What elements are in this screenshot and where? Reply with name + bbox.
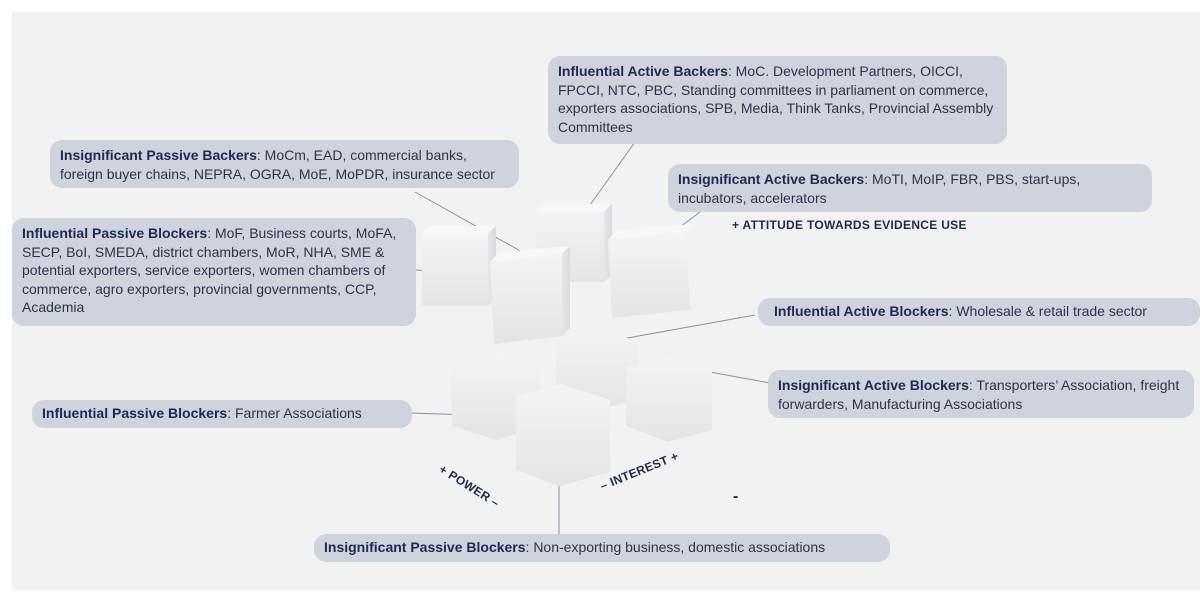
label-colon: : — [864, 171, 872, 187]
label-influential-passive-blockers-2: Influential Passive Blockers: Farmer Ass… — [32, 400, 412, 428]
label-title: Insignificant Passive Blockers — [324, 539, 526, 555]
label-influential-passive-blockers-1: Influential Passive Blockers: MoF, Busin… — [12, 218, 416, 326]
label-text: Wholesale & retail trade sector — [956, 303, 1147, 319]
cube — [422, 226, 496, 306]
label-text: MoF, Business courts, MoFA, SECP, BoI, S… — [22, 225, 397, 315]
label-colon: : — [727, 63, 736, 79]
label-text: MoC. Development Partners, OICCI, FPCCI,… — [558, 63, 994, 135]
label-colon: : — [968, 377, 977, 393]
label-influential-active-backers: Influential Active Backers: MoC. Develop… — [548, 56, 1007, 144]
label-text: MoCm, EAD, commercial banks, foreign buy… — [60, 147, 495, 182]
label-colon: : — [525, 539, 534, 555]
cube — [626, 356, 712, 442]
label-text: Transporters’ Association, freight forwa… — [778, 377, 1180, 412]
axis-minus-marker: - — [733, 488, 739, 505]
axis-attitude-label: + ATTITUDE TOWARDS EVIDENCE USE — [732, 218, 967, 232]
label-influential-active-blockers: Influential Active Blockers: Wholesale &… — [758, 298, 1200, 326]
label-colon: : — [207, 225, 215, 241]
label-title: Influential Active Blockers — [774, 303, 949, 319]
label-title: Insignificant Passive Backers — [60, 147, 257, 163]
label-colon: : — [227, 405, 235, 421]
label-title: Influential Passive Blockers — [22, 225, 208, 241]
label-title: Insignificant Active Blockers — [778, 377, 969, 393]
label-insignificant-active-backers: Insignificant Active Backers: MoTI, MoIP… — [668, 164, 1152, 212]
label-title: Influential Active Backers — [558, 63, 728, 79]
label-title: Influential Passive Blockers — [42, 405, 228, 421]
label-text: Farmer Associations — [234, 405, 362, 421]
cube — [490, 246, 570, 344]
label-title: Insignificant Active Backers — [678, 171, 865, 187]
label-text: Non-exporting business, domestic associa… — [533, 539, 826, 555]
label-text: MoTI, MoIP, FBR, PBS, start-ups, incubat… — [678, 171, 1081, 206]
label-colon: : — [948, 303, 957, 319]
label-insignificant-active-blockers: Insignificant Active Blockers: Transport… — [768, 370, 1194, 418]
cube — [608, 224, 694, 318]
cube — [516, 384, 610, 486]
label-insignificant-passive-backers: Insignificant Passive Backers: MoCm, EAD… — [50, 140, 519, 188]
label-colon: : — [256, 147, 265, 163]
label-insignificant-passive-blockers: Insignificant Passive Blockers: Non-expo… — [314, 534, 890, 562]
